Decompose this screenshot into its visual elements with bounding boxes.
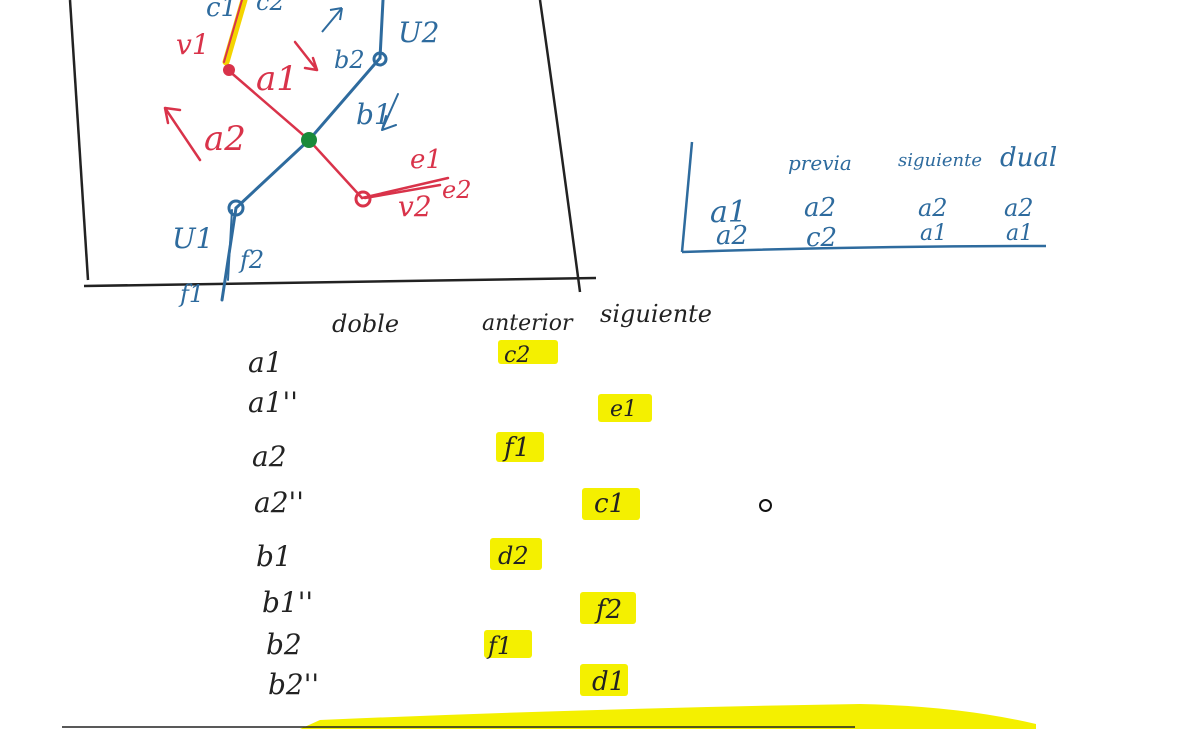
vertex-red-top bbox=[223, 64, 235, 76]
main-table-names: a1 a1'' a2 a2'' b1 b1'' b2 b2'' bbox=[248, 346, 319, 701]
vertex-red-bottom bbox=[354, 190, 372, 208]
highlight-row8-siguiente bbox=[580, 664, 628, 696]
small-row1-name: a1 bbox=[710, 195, 747, 230]
label-v2: v2 bbox=[398, 190, 432, 223]
diagram-frame bbox=[68, 0, 597, 293]
label-c2: c2 bbox=[256, 0, 285, 16]
cell-siguiente: d1 bbox=[592, 667, 625, 697]
small-row2-name: a2 bbox=[716, 221, 748, 251]
label-f1: f1 bbox=[178, 280, 204, 308]
vertex-blue-bottom bbox=[227, 199, 245, 217]
main-table-headers: doble anterior siguiente bbox=[332, 300, 712, 338]
small-row1-previa: a2 bbox=[804, 193, 836, 223]
cell-anterior: c2 bbox=[504, 343, 530, 368]
small-header-previa: previa bbox=[788, 151, 852, 175]
row-name: a2 bbox=[252, 440, 287, 473]
small-row2-dual: a1 bbox=[1006, 221, 1033, 246]
label-a1: a1 bbox=[256, 59, 298, 99]
label-a2: a2 bbox=[204, 119, 246, 159]
highlight-row7-anterior bbox=[484, 630, 532, 658]
small-table: previa siguiente dual a1 a2 a2 a2 a2 c2 … bbox=[680, 141, 1057, 254]
header-anterior: anterior bbox=[482, 311, 574, 336]
highlight-stroke bbox=[222, 0, 248, 66]
cell-anterior: f1 bbox=[502, 433, 530, 463]
cell-siguiente: f2 bbox=[594, 595, 622, 625]
cell-siguiente: c1 bbox=[594, 489, 625, 519]
small-row1-dual: a2 bbox=[1004, 194, 1034, 222]
vertex-blue-top bbox=[372, 51, 388, 67]
highlight-row2-siguiente bbox=[598, 394, 652, 422]
label-b2: b2 bbox=[334, 46, 365, 74]
small-row1-siguiente: a2 bbox=[918, 194, 948, 222]
row-name: b1 bbox=[256, 540, 292, 573]
highlight-row4-siguiente bbox=[582, 488, 640, 520]
label-e2: e2 bbox=[442, 176, 471, 204]
highlight-row5-anterior bbox=[490, 538, 542, 570]
highlight-bottom-band bbox=[300, 704, 1036, 729]
small-header-dual: dual bbox=[1000, 143, 1057, 173]
highlight-row6-siguiente bbox=[580, 592, 636, 624]
small-table-hline bbox=[681, 244, 1047, 254]
row-name: b2 bbox=[266, 628, 302, 661]
main-table-values: c2 e1 f1 c1 d2 f2 f1 d1 bbox=[486, 343, 637, 697]
highlight-row3-anterior bbox=[496, 432, 544, 462]
cell-siguiente: e1 bbox=[610, 397, 637, 422]
header-siguiente: siguiente bbox=[600, 300, 712, 328]
row-name: a1 bbox=[248, 346, 283, 379]
vertex-center-green bbox=[301, 132, 317, 148]
label-u2: U2 bbox=[398, 16, 439, 49]
label-b1: b1 bbox=[356, 98, 392, 131]
small-row2-previa: c2 bbox=[806, 223, 837, 253]
cell-anterior: f1 bbox=[486, 632, 512, 660]
label-c1: c1 bbox=[206, 0, 237, 23]
label-f2: f2 bbox=[238, 246, 264, 274]
row-name: a2'' bbox=[254, 486, 304, 519]
highlight-row1-anterior bbox=[498, 340, 558, 364]
row-name: b1'' bbox=[262, 586, 313, 619]
arrow-blue-top bbox=[321, 7, 343, 33]
label-u1: U1 bbox=[172, 222, 213, 255]
small-header-siguiente: siguiente bbox=[898, 150, 982, 171]
small-table-vline bbox=[680, 141, 694, 253]
cell-anterior: d2 bbox=[498, 542, 529, 570]
pen-cursor bbox=[759, 499, 772, 512]
small-row2-siguiente: a1 bbox=[920, 221, 947, 246]
label-e1: e1 bbox=[410, 145, 442, 175]
vertices bbox=[223, 51, 388, 217]
row-name: a1'' bbox=[248, 386, 298, 419]
label-v1: v1 bbox=[176, 28, 210, 61]
yellow-highlights bbox=[300, 340, 1036, 729]
row-name: b2'' bbox=[268, 668, 319, 701]
red-edge bbox=[163, 40, 450, 200]
diagram-labels: c1 c2 v1 a1 a2 b2 U2 b1 e1 e2 v2 U1 f2 f… bbox=[172, 0, 471, 308]
header-doble: doble bbox=[332, 310, 399, 338]
